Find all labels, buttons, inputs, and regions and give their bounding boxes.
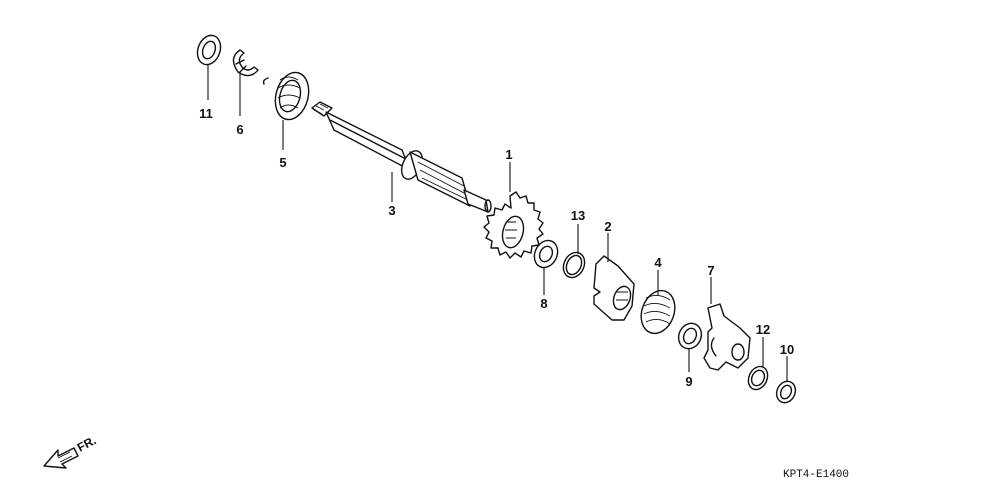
part-11-washer <box>196 34 222 66</box>
part-2-ratchet <box>593 255 635 321</box>
callout-10: 10 <box>780 342 794 357</box>
part-8-washer <box>533 239 559 269</box>
callout-13: 13 <box>571 208 585 223</box>
part-5-seal <box>262 71 310 121</box>
callout-3: 3 <box>388 203 395 218</box>
part-3-spindle <box>311 101 492 213</box>
part-10-washer <box>775 380 797 404</box>
callout-8: 8 <box>540 296 547 311</box>
callout-7: 7 <box>707 263 714 278</box>
part-7-guide <box>703 303 751 371</box>
part-1-gear <box>483 191 544 259</box>
callout-1: 1 <box>505 147 512 162</box>
part-12-circlip <box>747 365 769 391</box>
callout-4: 4 <box>654 255 662 270</box>
callout-2: 2 <box>604 219 611 234</box>
front-direction-arrow: FR. <box>43 433 99 469</box>
callout-12: 12 <box>756 322 770 337</box>
direction-label: FR. <box>75 433 99 454</box>
part-13-circlip <box>562 251 586 279</box>
leader-lines <box>207 64 788 382</box>
callout-11: 11 <box>199 106 213 121</box>
part-6-collar <box>232 49 259 77</box>
part-4-spring <box>640 289 676 335</box>
part-9-washer <box>677 322 703 350</box>
callout-5: 5 <box>279 155 286 170</box>
diagram-code: KPT4-E1400 <box>783 469 849 481</box>
callouts: 11 6 5 3 1 13 2 4 7 8 9 12 10 <box>199 106 794 389</box>
callout-6: 6 <box>236 122 243 137</box>
callout-9: 9 <box>685 374 692 389</box>
